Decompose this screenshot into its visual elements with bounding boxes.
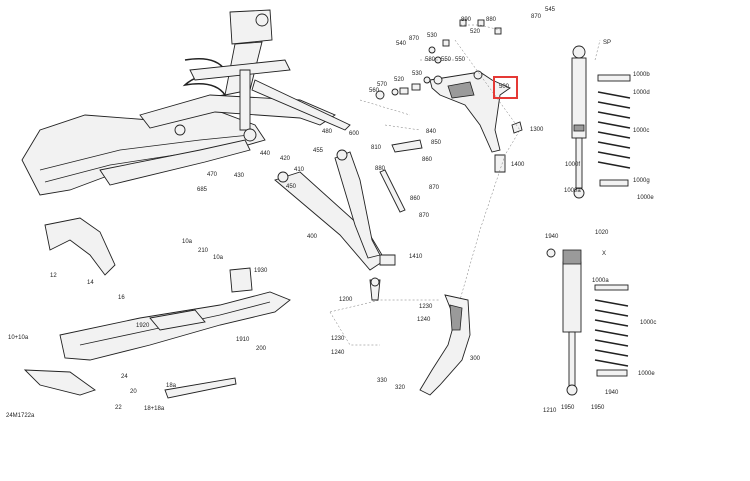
callout-545[interactable]: 545	[545, 7, 556, 13]
callout-16[interactable]: 16	[118, 295, 125, 301]
callout-1200[interactable]: 1200	[339, 297, 353, 303]
ski-assembly	[23, 217, 291, 399]
callout-840[interactable]: 840	[426, 129, 437, 135]
callout-1210[interactable]: 1210	[543, 408, 557, 414]
callout-870[interactable]: 870	[419, 213, 430, 219]
callout-1300[interactable]: 1300	[530, 127, 544, 133]
callout-1000f[interactable]: 1000f	[565, 162, 581, 168]
callout-1240[interactable]: 1240	[331, 350, 345, 356]
callout-850[interactable]: 850	[431, 140, 442, 146]
callout-1000g[interactable]: 1000g	[633, 178, 650, 184]
callout-300[interactable]: 300	[470, 356, 481, 362]
assembly-label-x: X	[602, 251, 607, 257]
callout-455[interactable]: 455	[313, 148, 324, 154]
callout-210[interactable]: 210	[198, 248, 209, 254]
callout-18-18a[interactable]: 18+18a	[144, 406, 165, 412]
callout-320[interactable]: 320	[395, 385, 406, 391]
drawing-number: 24M1722a	[6, 413, 35, 419]
callout-810[interactable]: 810	[371, 145, 382, 151]
shock-sp	[571, 45, 631, 199]
callout-1020[interactable]: 1020	[595, 230, 609, 236]
spindle	[369, 277, 471, 396]
callout-14[interactable]: 14	[87, 280, 94, 286]
callout-1930[interactable]: 1930	[254, 268, 268, 274]
callout-860[interactable]: 860	[422, 157, 433, 163]
callout-1940[interactable]: 1940	[605, 390, 619, 396]
callout-500[interactable]: 500	[499, 84, 510, 90]
callout-12[interactable]: 12	[50, 273, 57, 279]
callout-10-10a[interactable]: 10+10a	[8, 335, 29, 341]
callout-520[interactable]: 520	[394, 77, 405, 83]
callout-1000a[interactable]: 1000a	[592, 278, 609, 284]
callout-1410[interactable]: 1410	[409, 254, 423, 260]
callout-870[interactable]: 870	[429, 185, 440, 191]
callout-570[interactable]: 570	[377, 82, 388, 88]
callout-1400[interactable]: 1400	[511, 162, 525, 168]
callout-1230[interactable]: 1230	[331, 336, 345, 342]
callout-1920[interactable]: 1920	[136, 323, 150, 329]
callout-330[interactable]: 330	[377, 378, 388, 384]
callout-890[interactable]: 890	[461, 17, 472, 23]
callout-1000c[interactable]: 1000c	[633, 128, 650, 134]
callout-24[interactable]: 24	[121, 374, 128, 380]
callout-580[interactable]: 580	[425, 57, 436, 63]
callout-450[interactable]: 450	[286, 184, 297, 190]
callout-550[interactable]: 550	[455, 57, 466, 63]
callout-520[interactable]: 520	[470, 29, 481, 35]
callout-420[interactable]: 420	[280, 156, 291, 162]
main-frame-assembly	[21, 9, 351, 196]
callout-860[interactable]: 860	[410, 196, 421, 202]
callout-18a[interactable]: 18a	[166, 383, 177, 389]
callout-560[interactable]: 560	[369, 88, 380, 94]
callout-530[interactable]: 530	[412, 71, 423, 77]
callout-1000e[interactable]: 1000e	[638, 371, 655, 377]
callout-410[interactable]: 410	[294, 167, 305, 173]
callout-1240[interactable]: 1240	[417, 317, 431, 323]
callout-1910[interactable]: 1910	[236, 337, 250, 343]
callout-430[interactable]: 430	[234, 173, 245, 179]
callout-400[interactable]: 400	[307, 234, 318, 240]
highlight-box	[493, 76, 518, 99]
callout-550[interactable]: 550	[441, 57, 452, 63]
callout-1230[interactable]: 1230	[419, 304, 433, 310]
callout-870[interactable]: 870	[531, 14, 542, 20]
callout-1950[interactable]: 1950	[561, 405, 575, 411]
callout-1000d[interactable]: 1000d	[633, 90, 650, 96]
callout-200[interactable]: 200	[256, 346, 267, 352]
callout-470[interactable]: 470	[207, 172, 218, 178]
callout-685[interactable]: 685	[197, 187, 208, 193]
callout-480[interactable]: 480	[322, 129, 333, 135]
lower-a-arm	[274, 149, 396, 271]
upper-a-arm	[429, 70, 523, 173]
hardware-stack	[375, 19, 502, 213]
callout-1950[interactable]: 1950	[591, 405, 605, 411]
shock-x	[546, 248, 629, 396]
callout-530[interactable]: 530	[427, 33, 438, 39]
callout-880[interactable]: 880	[486, 17, 497, 23]
callout-1000e[interactable]: 1000e	[637, 195, 654, 201]
callout-880[interactable]: 880	[375, 166, 386, 172]
callout-540[interactable]: 540	[396, 41, 407, 47]
callout-1940[interactable]: 1940	[545, 234, 559, 240]
callout-10a[interactable]: 10a	[182, 239, 193, 245]
callout-600[interactable]: 600	[349, 131, 360, 137]
callout-1000b[interactable]: 1000b	[633, 72, 650, 78]
callout-440[interactable]: 440	[260, 151, 271, 157]
callout-1000a[interactable]: 1000a	[564, 188, 581, 194]
callout-870[interactable]: 870	[409, 36, 420, 42]
callout-1000c[interactable]: 1000c	[640, 320, 657, 326]
callout-22[interactable]: 22	[115, 405, 122, 411]
callout-10a[interactable]: 10a	[213, 255, 224, 261]
callout-20[interactable]: 20	[130, 389, 137, 395]
assembly-label-sp: SP	[603, 40, 612, 46]
connector-lines	[329, 24, 601, 346]
